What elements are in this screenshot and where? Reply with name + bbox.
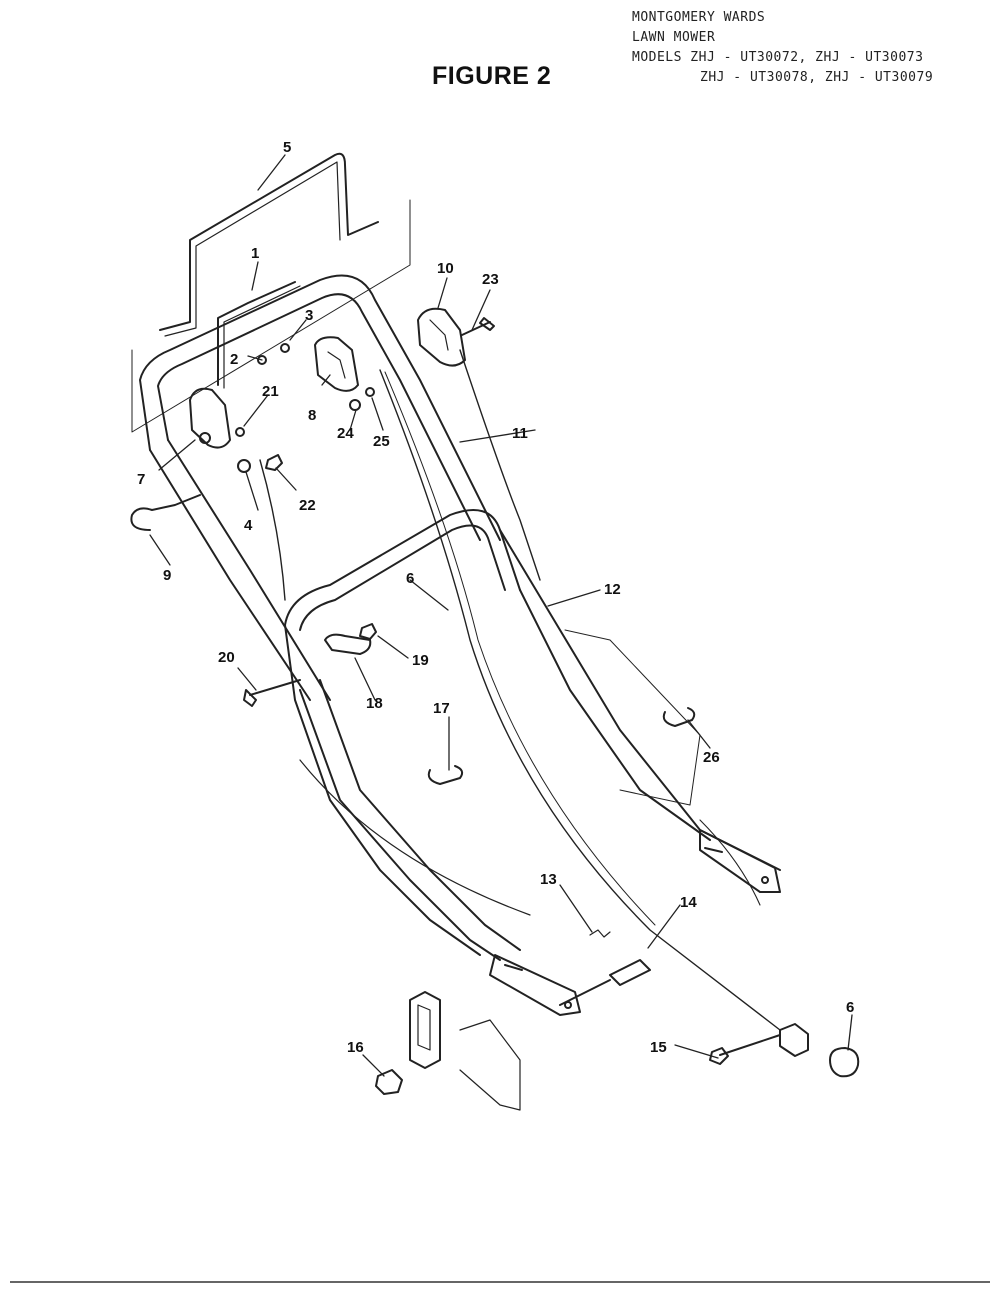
part-12-cable (459, 349, 541, 581)
part-6-knob (829, 1047, 860, 1078)
part-25-nut (365, 387, 375, 397)
bracket-hole-right (761, 876, 769, 884)
callout-3: 3 (305, 307, 313, 324)
header-models-2: ZHJ - UT30078, ZHJ - UT30079 (700, 70, 934, 85)
control-cable-left (259, 459, 286, 601)
part-1-loop-bar-2 (223, 285, 301, 389)
part-2-washer (257, 355, 267, 365)
callout-21: 21 (262, 383, 279, 400)
part-14-pin (609, 959, 651, 986)
control-cable-right-tail (699, 819, 761, 906)
part-24-washer (349, 399, 361, 411)
callout-10: 10 (437, 260, 454, 277)
part-5-bail-wire-inner (164, 161, 341, 337)
part-5-bail-wire (159, 152, 379, 331)
part-21-washer (235, 427, 245, 437)
part-3-nut (280, 343, 290, 353)
callout-8: 8 (308, 407, 316, 424)
figure-title: FIGURE 2 (432, 62, 552, 90)
callout-16: 16 (347, 1039, 364, 1056)
header-product: LAWN MOWER (632, 30, 716, 45)
lower-handle-left-long-outer (284, 624, 481, 956)
callout-6-lower: 6 (846, 999, 854, 1016)
part-4-washer (237, 459, 251, 473)
callout-25: 25 (373, 433, 390, 450)
part-8-cam-detail (327, 351, 346, 379)
callout-4: 4 (244, 517, 253, 534)
lower-handle-left-inner (319, 679, 521, 951)
lower-handle-right-inner (519, 589, 711, 841)
leader-lines (149, 154, 853, 1077)
callout-5: 5 (283, 139, 291, 156)
part-13-spring (589, 929, 611, 938)
callout-9: 9 (163, 567, 171, 584)
callout-numbers: 5 1 3 2 10 23 8 21 7 4 22 24 25 11 12 6 … (137, 139, 854, 1056)
part-11-cable (379, 369, 781, 1031)
header-models-1: MODELS ZHJ - UT30072, ZHJ - UT30073 (632, 50, 924, 65)
part-17-cable-clip (427, 765, 464, 785)
upper-handle-outer (139, 274, 501, 541)
callout-17: 17 (433, 700, 450, 717)
part-26-cable-clip (662, 707, 696, 727)
right-lower-bracket (779, 1023, 809, 1057)
lower-handle-crossbar-outer (284, 509, 521, 626)
callout-12: 12 (604, 581, 621, 598)
part-23-screw (461, 321, 491, 336)
lower-handle-left-outer (299, 689, 501, 961)
lower-handle-crossbar-inner (299, 524, 506, 631)
part-7-hole (199, 432, 211, 444)
part-18-cable-clamp (324, 633, 372, 655)
part-7-handle-knob (189, 387, 231, 449)
part-15-bolt-head (709, 1047, 729, 1065)
part-1-loop-bar (217, 281, 296, 386)
callout-7: 7 (137, 471, 145, 488)
callout-2: 2 (230, 351, 238, 368)
lower-mount-bracket (409, 991, 441, 1069)
bracket-slot-right (704, 847, 723, 853)
lower-handle-left-bracket (489, 954, 581, 1016)
part-9-hook-bolt (130, 494, 201, 531)
callout-14: 14 (680, 894, 697, 911)
callout-23: 23 (482, 271, 499, 288)
control-cable-left-lower (299, 759, 531, 916)
bracket-slot-left (504, 964, 523, 971)
part-10-knob-detail (429, 319, 449, 351)
callout-26: 26 (703, 749, 720, 766)
part-20-bolt-head (243, 689, 257, 707)
callout-1: 1 (251, 245, 259, 262)
callout-24: 24 (337, 425, 354, 442)
handle-plane-top (131, 199, 411, 433)
callout-22: 22 (299, 497, 316, 514)
callout-20: 20 (218, 649, 235, 666)
header-brand: MONTGOMERY WARDS (632, 10, 766, 25)
part-23-screw-head (479, 317, 495, 331)
callout-6: 6 (406, 570, 414, 587)
lower-handle-right-outer (499, 529, 781, 871)
upper-handle-left-leg-outer (149, 449, 311, 701)
part-10-handle-knob (417, 307, 466, 367)
lower-mount-bracket-detail (417, 1004, 431, 1051)
part-22-nut (265, 454, 283, 471)
lower-handle-right-bracket (699, 829, 781, 893)
part-20-bolt (249, 679, 301, 696)
part-15-bolt (719, 1034, 781, 1056)
part-16-nut (375, 1069, 403, 1095)
callout-11: 11 (512, 425, 528, 442)
upper-handle-inner (157, 293, 481, 541)
callout-18: 18 (366, 695, 383, 712)
part-11-cable-2 (384, 371, 656, 926)
callout-19: 19 (412, 652, 429, 669)
callout-13: 13 (540, 871, 557, 888)
callout-15: 15 (650, 1039, 667, 1056)
deck-side-plate (459, 1019, 521, 1111)
part-8-cam (314, 336, 359, 392)
upper-handle-left-leg-inner (167, 439, 331, 701)
part-14-pin-shaft (559, 979, 611, 1006)
part-19-nut (359, 623, 377, 640)
